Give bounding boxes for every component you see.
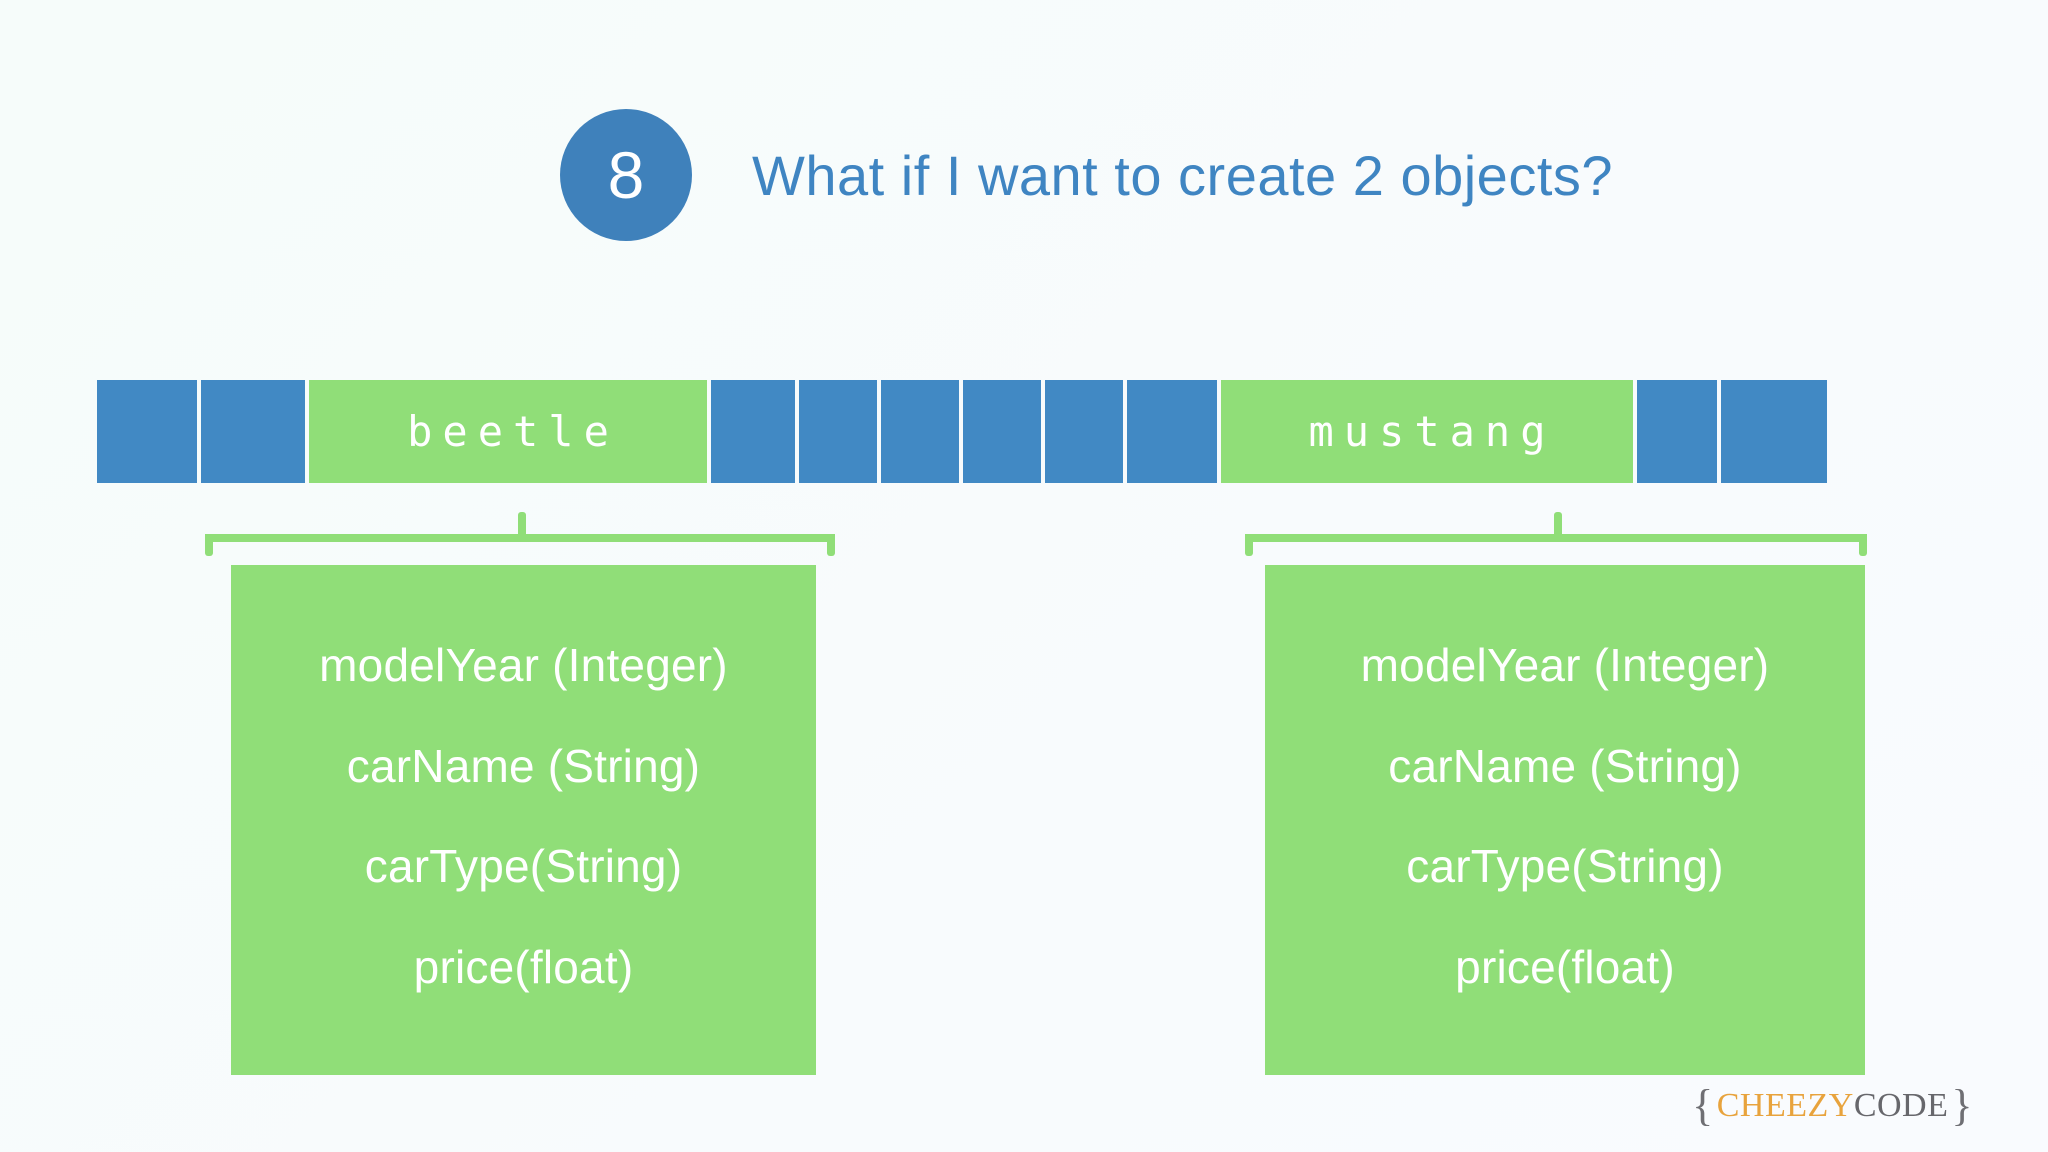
logo-secondary-text: CODE	[1853, 1087, 1949, 1124]
brace-bar	[205, 534, 835, 542]
logo-open-brace-icon: {	[1692, 1081, 1714, 1130]
memory-cell-label: beetle	[407, 407, 619, 456]
brace-bar	[1245, 534, 1867, 542]
brace-stem	[518, 512, 526, 538]
brace-mustang	[1245, 512, 1867, 556]
logo-primary-text: CHEEZY	[1716, 1087, 1854, 1124]
memory-cell-free	[201, 380, 305, 483]
brace-stem	[1554, 512, 1562, 538]
object-field: modelYear (Integer)	[1360, 638, 1770, 691]
cheezycode-logo: { CHEEZY CODE }	[1689, 1084, 1976, 1128]
logo-close-brace-icon: }	[1951, 1081, 1973, 1130]
memory-cell-mustang: mustang	[1221, 380, 1633, 483]
brace-tick-right	[1859, 534, 1867, 556]
memory-cell-free	[711, 380, 795, 483]
memory-bar: beetle mustang	[97, 380, 1967, 483]
brace-beetle	[205, 512, 835, 556]
memory-cell-free	[799, 380, 877, 483]
brace-tick-left	[205, 534, 213, 556]
object-field: carName (String)	[346, 739, 701, 792]
memory-cell-free	[97, 380, 197, 483]
memory-cell-label: mustang	[1308, 407, 1556, 456]
memory-cell-free	[1045, 380, 1123, 483]
step-number-badge: 8	[560, 109, 692, 241]
object-field: carType(String)	[364, 840, 683, 893]
slide-header: 8 What if I want to create 2 objects?	[560, 109, 1614, 241]
memory-cell-beetle: beetle	[309, 380, 707, 483]
memory-cell-free	[963, 380, 1041, 483]
memory-cell-free	[1127, 380, 1217, 483]
object-field: price(float)	[413, 941, 634, 994]
object-field: carName (String)	[1388, 739, 1742, 792]
object-field: modelYear (Integer)	[319, 638, 728, 691]
brace-tick-right	[827, 534, 835, 556]
object-box-beetle: modelYear (Integer) carName (String) carTy…	[231, 565, 816, 1075]
memory-cell-free	[881, 380, 959, 483]
memory-cell-free	[1637, 380, 1717, 483]
memory-cell-free	[1721, 380, 1827, 483]
page-title: What if I want to create 2 objects?	[752, 143, 1614, 207]
object-field: price(float)	[1455, 941, 1675, 994]
object-box-mustang: modelYear (Integer) carName (String) carTy…	[1265, 565, 1865, 1075]
brace-tick-left	[1245, 534, 1253, 556]
object-field: carType(String)	[1406, 840, 1724, 893]
